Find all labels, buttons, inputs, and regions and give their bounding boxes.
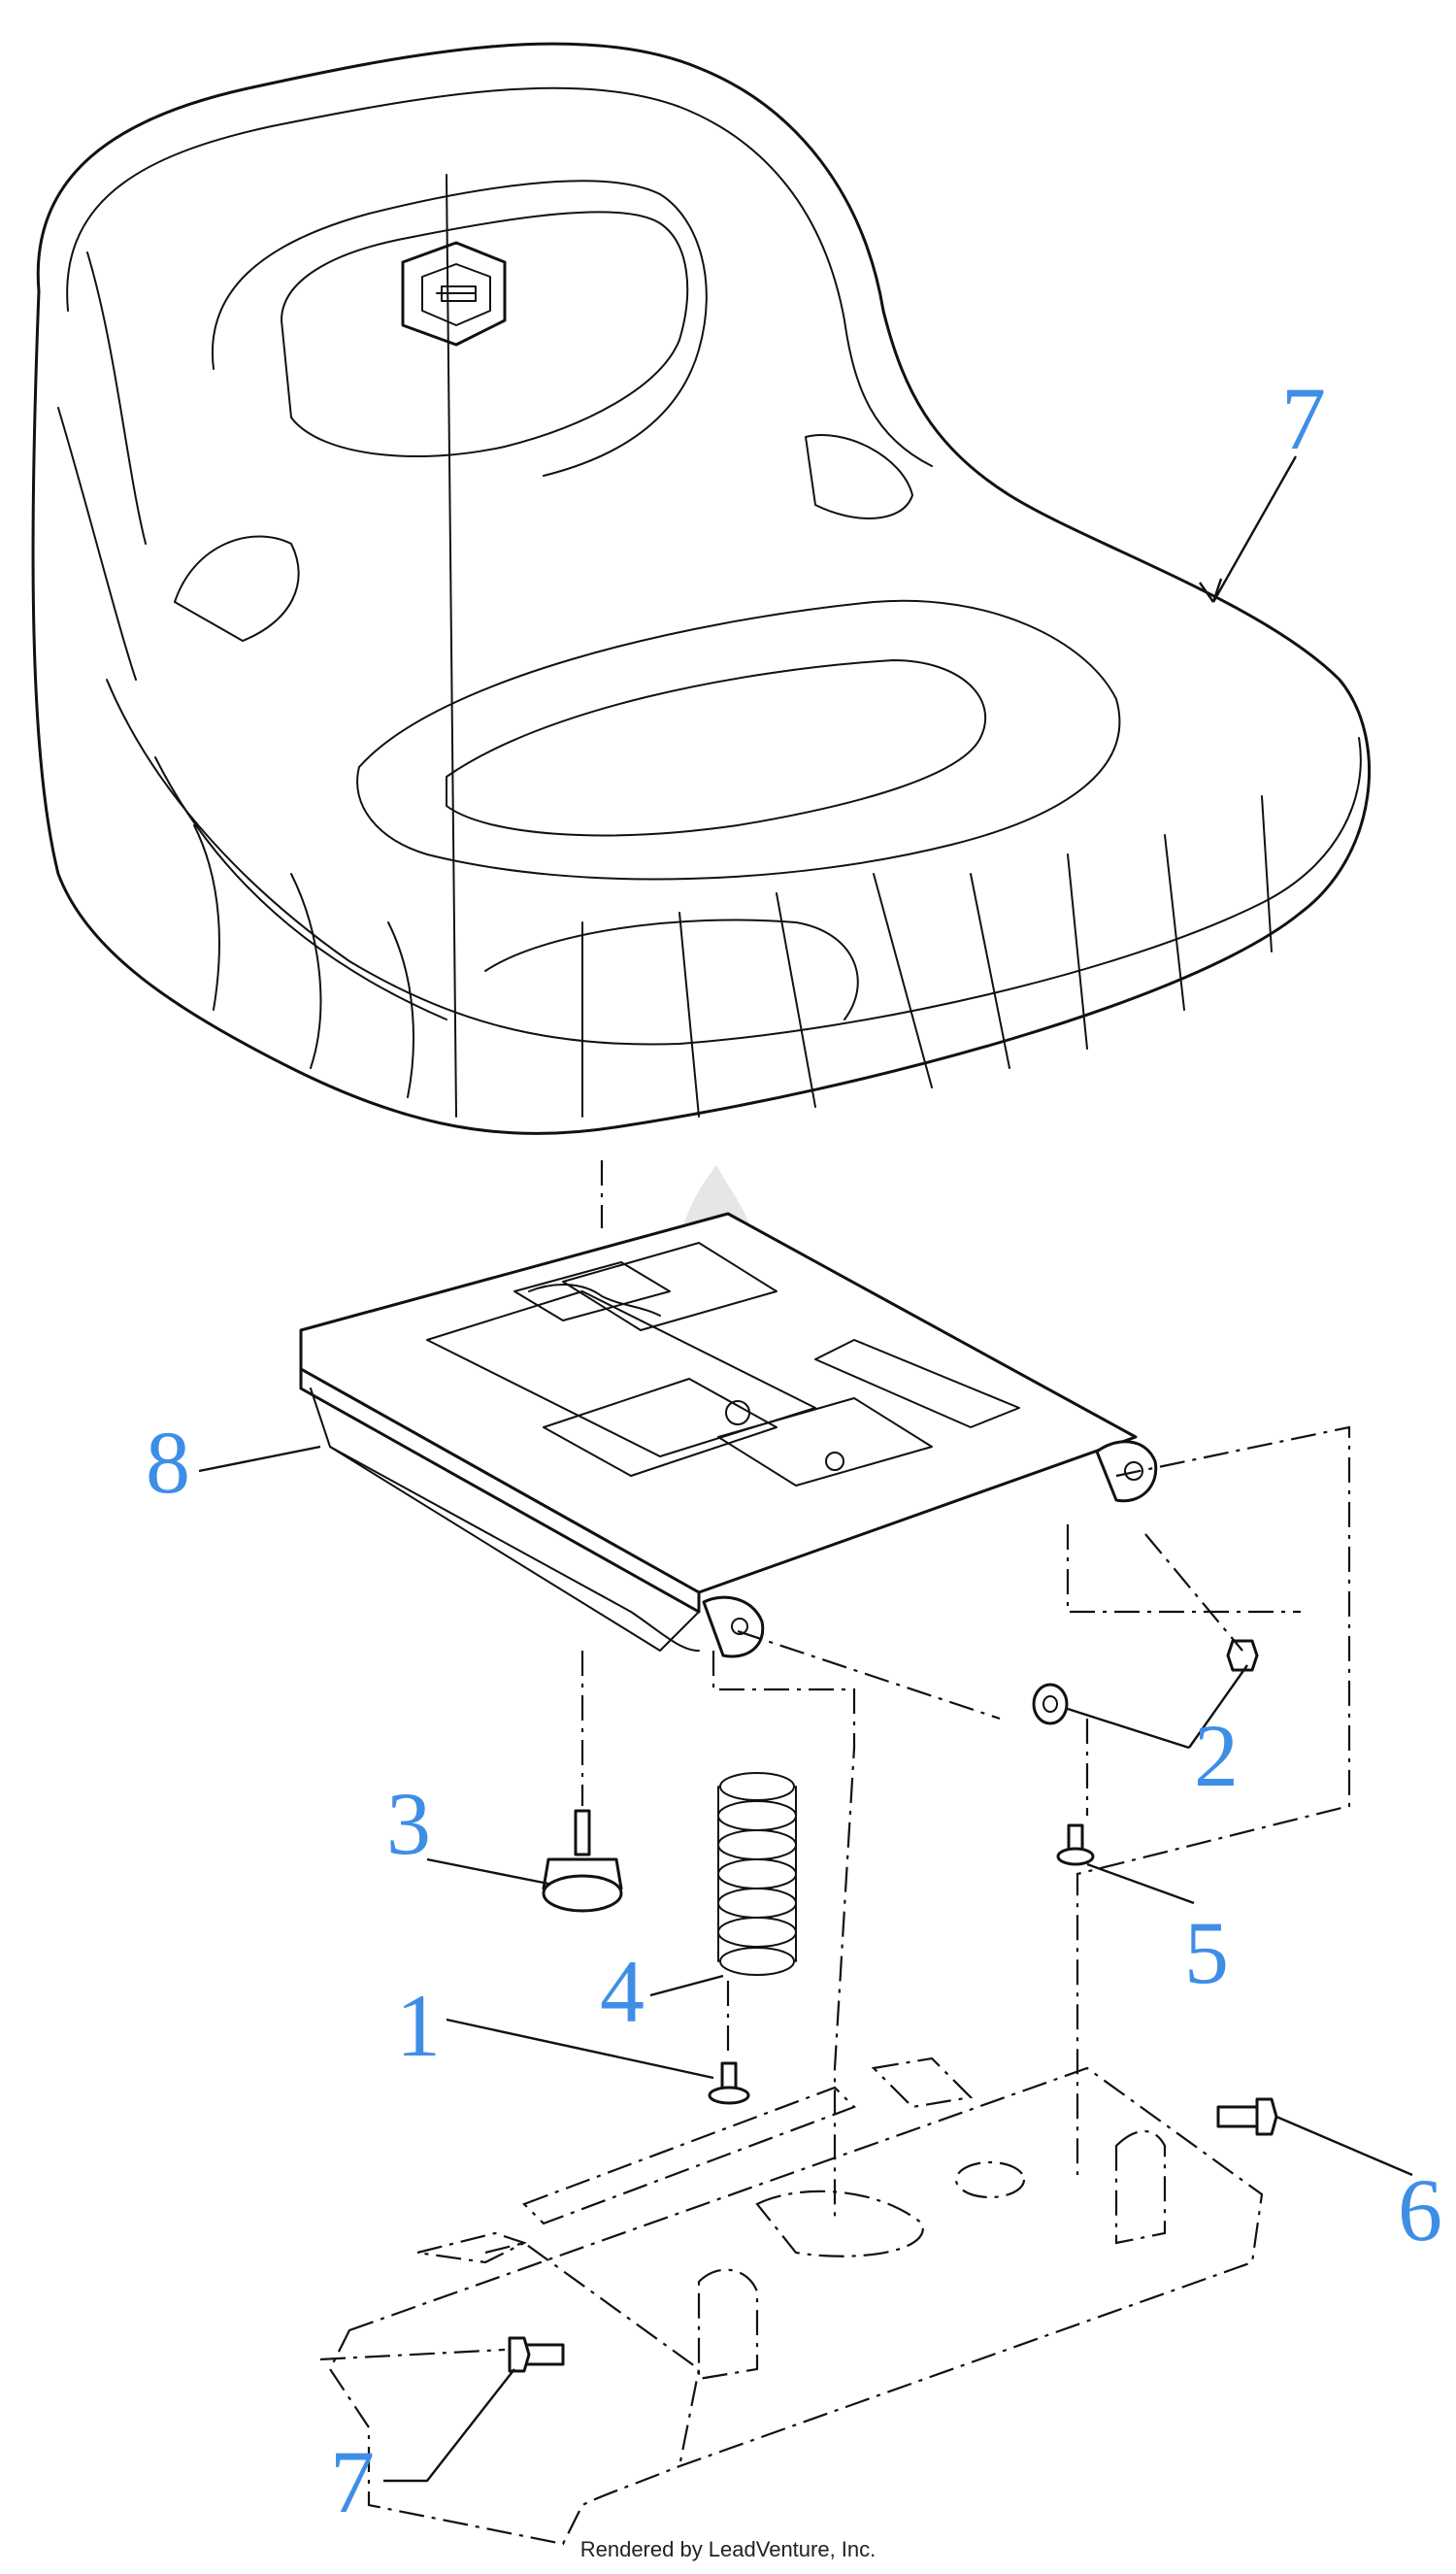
bolt-1-part: [708, 2061, 750, 2105]
knob-part: [542, 1809, 623, 1913]
callout-4: 4: [600, 1942, 645, 2041]
callout-1: 1: [396, 1976, 441, 2075]
callout-8: 8: [146, 1413, 190, 1512]
callout-6: 6: [1398, 2160, 1442, 2259]
leader-lines: [198, 455, 1413, 2483]
spring-part: [717, 1772, 797, 1976]
callout-7-seat: 7: [1281, 369, 1326, 468]
seat-base-mount: [328, 2056, 1264, 2546]
bolt-5-part: [1056, 1823, 1095, 1866]
seat-part: [31, 42, 1372, 1135]
callout-7-bottom: 7: [330, 2432, 375, 2531]
bolt-7-bottom-part: [508, 2336, 565, 2373]
seat-slide-plate: [299, 1212, 1158, 1658]
callout-5: 5: [1184, 1903, 1229, 2002]
callout-3: 3: [386, 1774, 431, 1873]
render-credit: Rendered by LeadVenture, Inc.: [579, 2537, 877, 2561]
assembly-centerlines: [319, 1160, 1351, 2361]
bolt-6-part: [1216, 2097, 1278, 2136]
callout-2: 2: [1194, 1706, 1239, 1805]
washer-2-part: [1032, 1639, 1259, 1725]
